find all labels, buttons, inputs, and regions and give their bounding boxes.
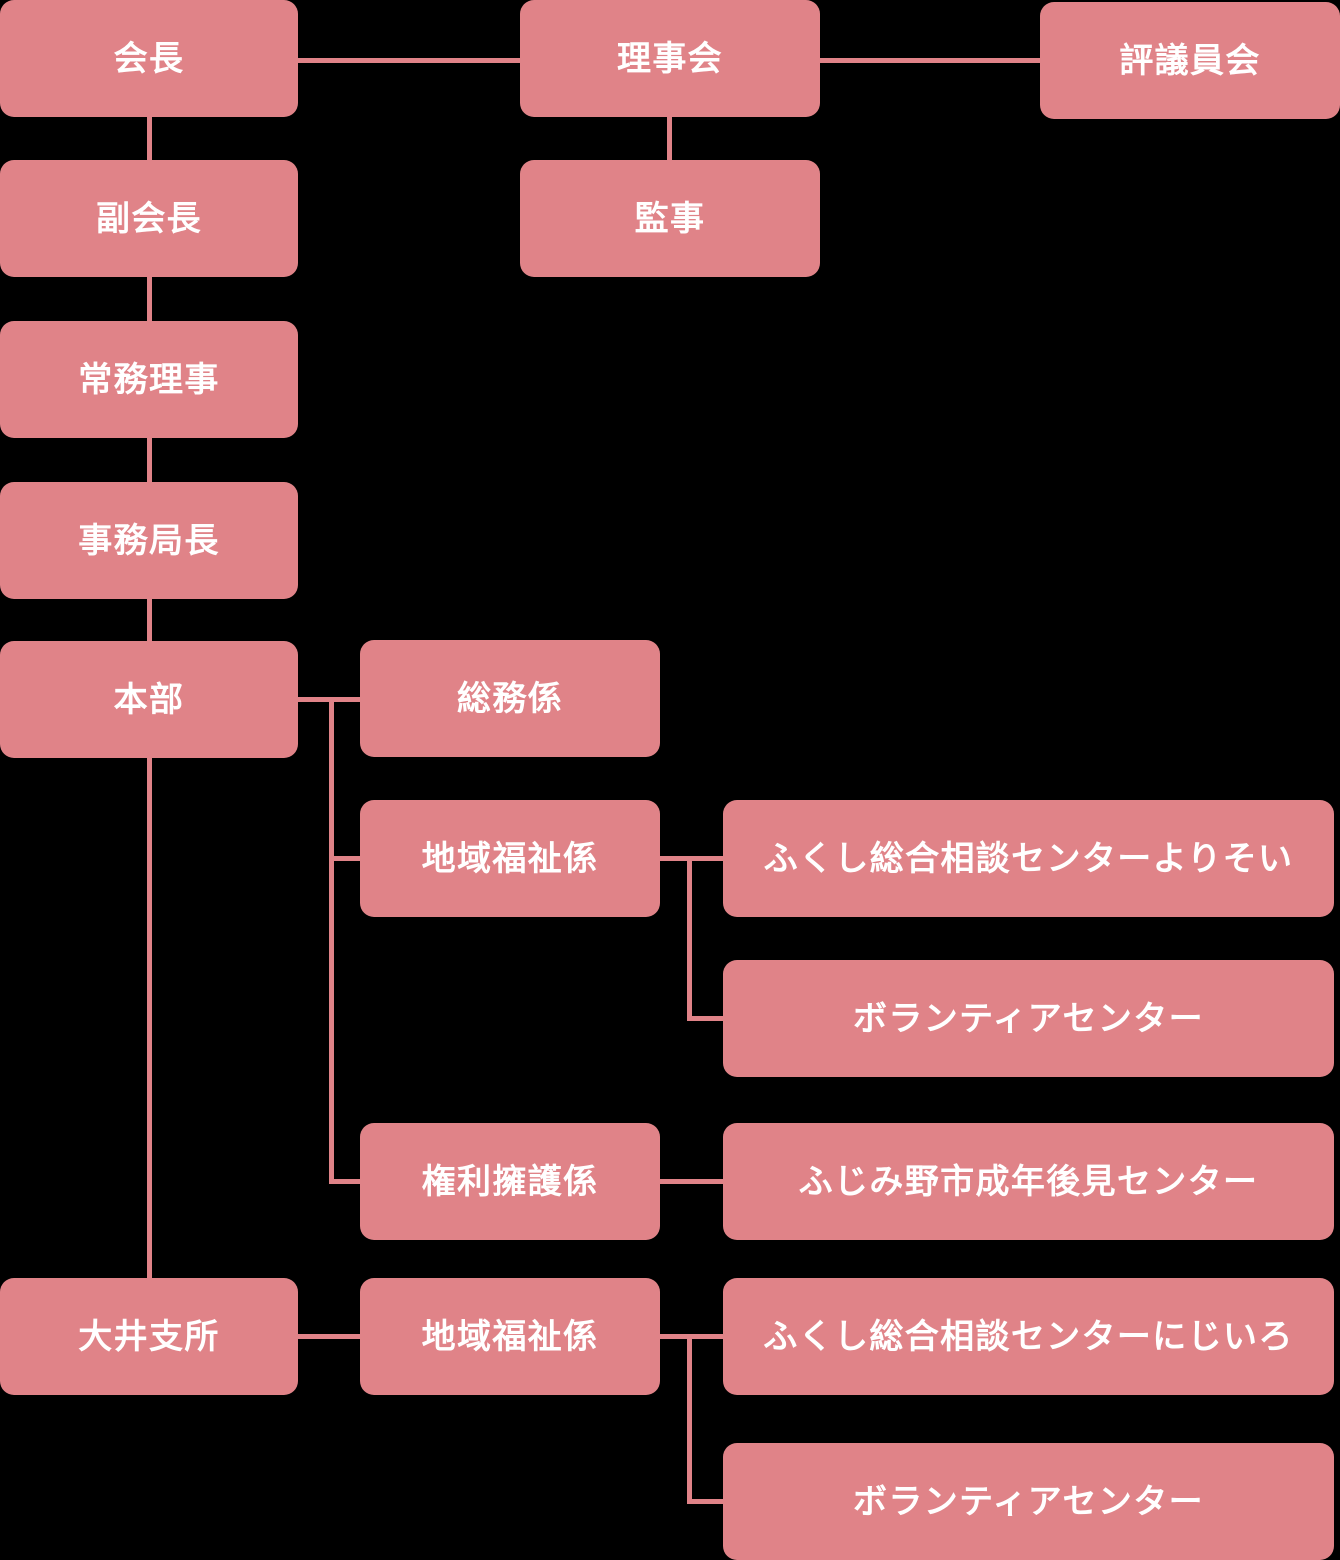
connector-community-oi-branch-trunk xyxy=(687,1334,692,1504)
org-node-label-consultation-center-yorisoi: ふくし総合相談センターよりそい xyxy=(763,839,1294,878)
org-node-label-adult-guardianship-center: ふじみ野市成年後見センター xyxy=(798,1162,1259,1201)
org-node-volunteer-center-hq: ボランティアセンター xyxy=(723,960,1334,1077)
org-node-label-oi-branch: 大井支所 xyxy=(78,1317,220,1356)
org-node-label-chairman: 会長 xyxy=(113,39,185,78)
org-node-general-affairs: 総務係 xyxy=(360,640,660,757)
org-node-label-volunteer-center-oi: ボランティアセンター xyxy=(853,1482,1204,1521)
org-node-label-auditor: 監事 xyxy=(634,199,706,238)
org-node-headquarters: 本部 xyxy=(0,641,298,758)
connector-managing-to-secretary xyxy=(147,438,152,482)
connector-rights-to-guardianship xyxy=(660,1179,723,1184)
org-node-label-community-welfare-oi: 地域福祉係 xyxy=(421,1317,599,1356)
org-node-label-volunteer-center-hq: ボランティアセンター xyxy=(853,999,1204,1038)
org-node-label-general-affairs: 総務係 xyxy=(456,679,564,718)
org-node-label-consultation-center-nijiiro: ふくし総合相談センターにじいろ xyxy=(763,1317,1294,1356)
org-node-adult-guardianship-center: ふじみ野市成年後見センター xyxy=(723,1123,1334,1240)
connector-chairman-to-board xyxy=(298,58,520,63)
connector-chairman-to-vice xyxy=(147,117,152,160)
connector-trunk-to-rights-advocacy xyxy=(329,1179,360,1184)
org-node-label-managing-director: 常務理事 xyxy=(78,360,220,399)
connector-secretary-to-headquarters xyxy=(147,598,152,641)
org-node-label-community-welfare-hq: 地域福祉係 xyxy=(421,839,599,878)
org-node-label-rights-advocacy: 権利擁護係 xyxy=(421,1162,599,1201)
org-node-chairman: 会長 xyxy=(0,0,298,117)
connector-community-branch-trunk xyxy=(687,856,692,1021)
org-node-volunteer-center-oi: ボランティアセンター xyxy=(723,1443,1334,1560)
org-node-oi-branch: 大井支所 xyxy=(0,1278,298,1395)
org-node-auditor: 監事 xyxy=(520,160,820,277)
org-node-label-headquarters: 本部 xyxy=(113,680,185,719)
connector-vice-to-managing xyxy=(147,277,152,321)
connector-trunk-to-volunteer-oi xyxy=(687,1499,723,1504)
connector-board-to-council xyxy=(820,58,1040,63)
org-node-label-board-of-directors: 理事会 xyxy=(616,39,724,78)
connector-oi-branch-to-community xyxy=(298,1334,360,1339)
org-node-community-welfare-oi: 地域福祉係 xyxy=(360,1278,660,1395)
org-node-board-of-directors: 理事会 xyxy=(520,0,820,117)
org-node-consultation-center-nijiiro: ふくし総合相談センターにじいろ xyxy=(723,1278,1334,1395)
org-node-consultation-center-yorisoi: ふくし総合相談センターよりそい xyxy=(723,800,1334,917)
connector-trunk-to-community-welfare xyxy=(329,856,360,861)
org-node-managing-director: 常務理事 xyxy=(0,321,298,438)
org-node-secretary-general: 事務局長 xyxy=(0,482,298,599)
org-node-rights-advocacy: 権利擁護係 xyxy=(360,1123,660,1240)
connector-trunk-to-volunteer-hq xyxy=(687,1016,723,1021)
org-node-label-council: 評議員会 xyxy=(1119,41,1261,80)
connector-headquarters-to-oi-branch xyxy=(147,758,152,1278)
org-node-community-welfare-hq: 地域福祉係 xyxy=(360,800,660,917)
connector-board-to-auditor xyxy=(667,117,672,160)
org-node-label-secretary-general: 事務局長 xyxy=(78,521,220,560)
org-node-vice-chairman: 副会長 xyxy=(0,160,298,277)
org-node-council: 評議員会 xyxy=(1040,2,1340,119)
org-node-label-vice-chairman: 副会長 xyxy=(95,199,203,238)
connector-headquarters-branch-trunk xyxy=(329,697,334,1184)
